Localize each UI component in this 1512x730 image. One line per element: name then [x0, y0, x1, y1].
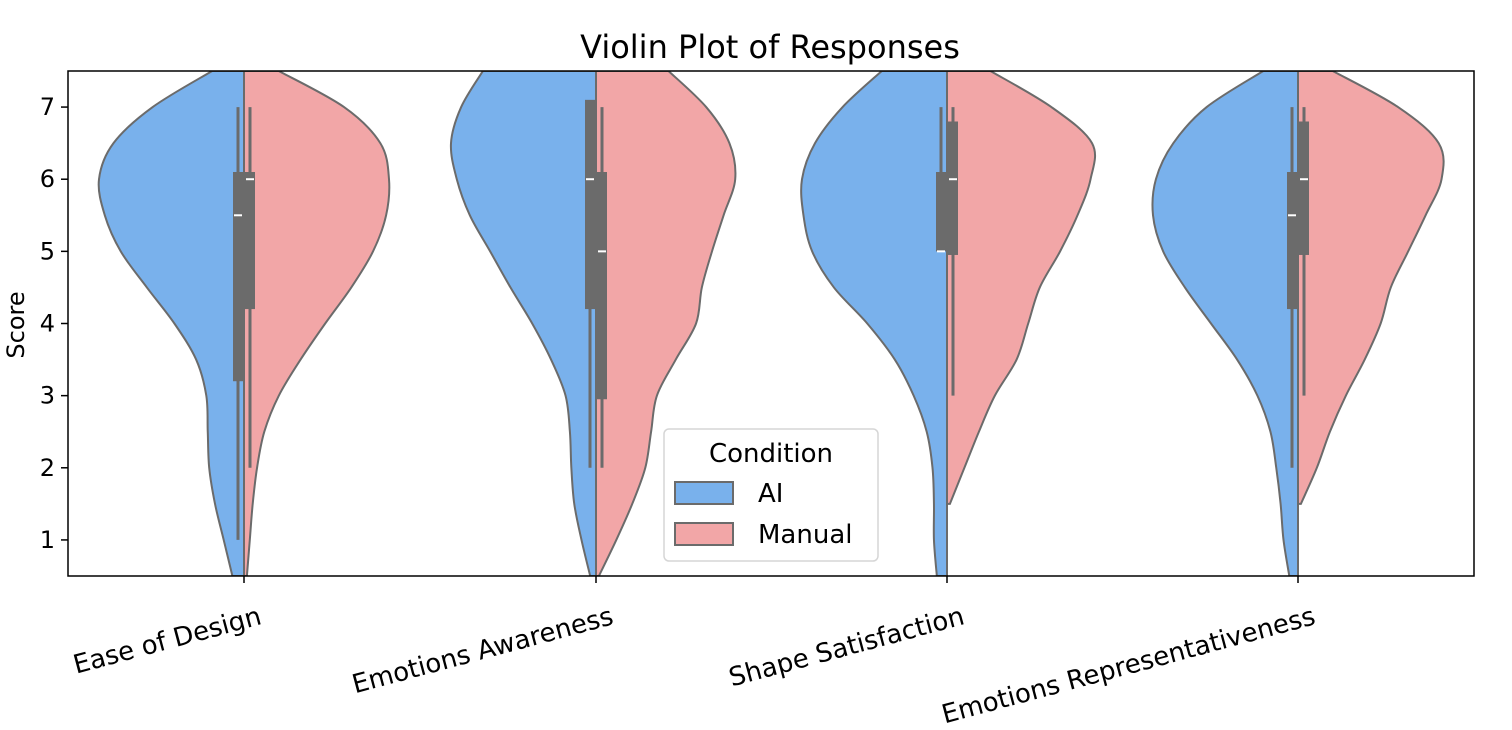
y-tick-label-7: 7 — [40, 93, 55, 121]
y-tick-label-6: 6 — [40, 165, 55, 193]
iqr-box-ai-0 — [233, 172, 243, 382]
violin-layer — [97, 71, 1445, 576]
x-category-label-1: Emotions Awareness — [349, 602, 616, 701]
iqr-box-manual-1 — [597, 172, 607, 400]
box-layer — [233, 99, 1309, 540]
violin-manual-1 — [595, 71, 737, 576]
violin-manual-2 — [946, 71, 1097, 505]
chart-title: Violin Plot of Responses — [580, 28, 960, 66]
x-axis: Ease of Design Emotions Awareness Shape Sa… — [70, 576, 1319, 730]
y-tick-label-3: 3 — [40, 382, 55, 410]
violin-ai-1 — [449, 71, 597, 576]
y-tick-label-1: 1 — [40, 526, 55, 554]
x-category-label-3: Emotions Representativeness — [939, 602, 1319, 730]
legend-title: Condition — [709, 439, 833, 469]
y-axis-label: Score — [2, 291, 30, 358]
violin-ai-0 — [97, 71, 245, 576]
y-tick-label-5: 5 — [40, 237, 55, 265]
legend-label-ai: AI — [758, 479, 783, 509]
violin-ai-2 — [800, 71, 948, 576]
iqr-box-manual-3 — [1299, 121, 1309, 255]
y-tick-label-2: 2 — [40, 454, 55, 482]
y-axis: 1 2 3 4 5 6 7 — [40, 93, 68, 554]
y-tick-label-4: 4 — [40, 310, 55, 338]
iqr-box-ai-3 — [1287, 172, 1297, 310]
legend-swatch-manual — [674, 522, 734, 546]
legend-label-manual: Manual — [758, 520, 852, 550]
violin-ai-3 — [1151, 71, 1299, 576]
violin-manual-3 — [1297, 71, 1445, 505]
iqr-box-ai-1 — [585, 99, 595, 310]
iqr-box-manual-2 — [948, 121, 958, 255]
iqr-box-manual-0 — [245, 172, 255, 310]
iqr-box-ai-2 — [936, 172, 946, 252]
violin-manual-0 — [243, 71, 391, 576]
x-category-label-2: Shape Satisfaction — [726, 602, 968, 694]
legend-swatch-ai — [674, 481, 734, 505]
x-category-label-0: Ease of Design — [70, 602, 264, 681]
